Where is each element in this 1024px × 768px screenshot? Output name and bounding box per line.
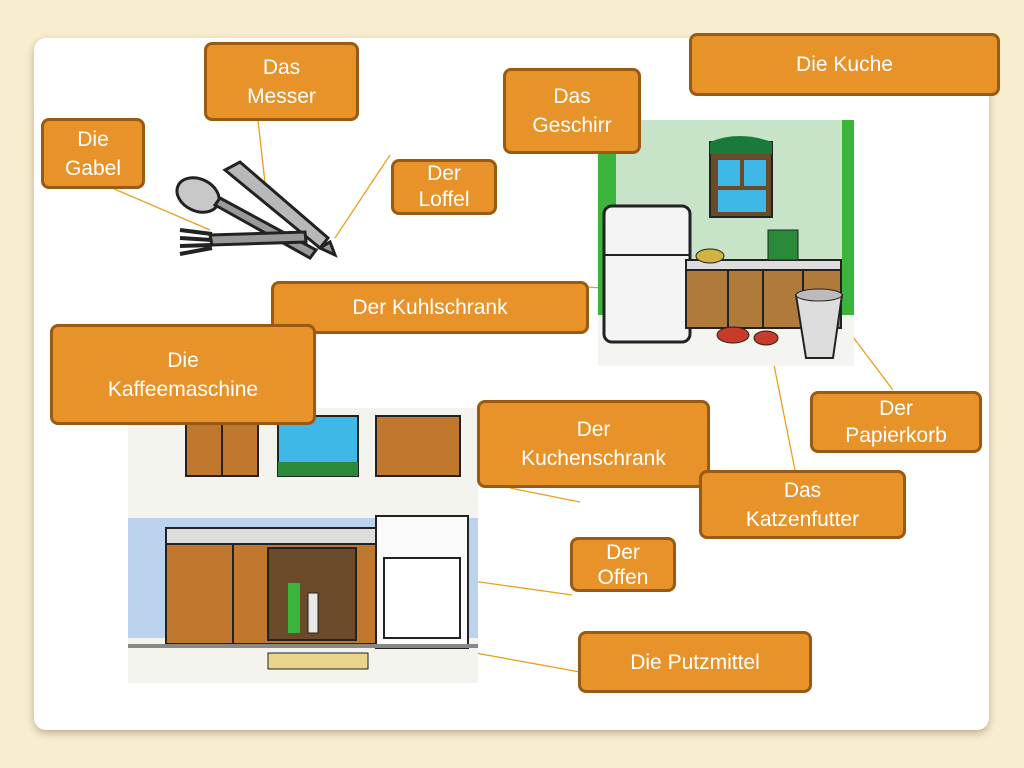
label-kuchenschrank-line1: Der — [576, 418, 611, 441]
label-gabel-line2: Gabel — [64, 156, 122, 180]
label-messer: Das Messer — [204, 42, 359, 121]
title-label: Die Kuche — [689, 33, 1000, 96]
label-gabel: Die Gabel — [41, 118, 145, 189]
label-kaffeemaschine-line2: Kaffeemaschine — [107, 377, 259, 401]
kitchen-fridge-illustration — [598, 120, 854, 366]
label-papierkorb-line1: Der — [879, 397, 913, 420]
label-putzmittel: Die Putzmittel — [578, 631, 812, 693]
label-geschirr: Das Geschirr — [503, 68, 641, 154]
cutlery-illustration — [175, 160, 338, 260]
label-offen-line1: Der — [606, 540, 640, 564]
label-kuchenschrank-line2: Kuchenschrank — [521, 447, 666, 470]
label-katzenfutter-line1: Das — [783, 478, 822, 502]
label-kuhlschrank-text: Der Kuhlschrank — [352, 296, 508, 319]
leader-gabel — [111, 187, 211, 231]
label-messer-line2: Messer — [247, 84, 316, 108]
label-putzmittel-text: Die Putzmittel — [630, 650, 760, 674]
label-kuhlschrank: Der Kuhlschrank — [271, 281, 589, 334]
label-offen-line2: Offen — [597, 565, 649, 589]
label-kuchenschrank: Der Kuchenschrank — [477, 400, 710, 488]
label-katzenfutter-line2: Katzenfutter — [745, 507, 860, 531]
label-kaffeemaschine-line1: Die — [167, 348, 199, 372]
label-katzenfutter: Das Katzenfutter — [699, 470, 906, 539]
label-loffel: Der Loffel — [391, 159, 497, 215]
label-loffel-line2: Loffel — [418, 188, 470, 211]
label-gabel-line1: Die — [77, 127, 109, 151]
leader-loffel — [334, 154, 391, 239]
label-loffel-line1: Der — [427, 162, 461, 185]
kitchen-sink-illustration — [128, 408, 478, 683]
label-offen: Der Offen — [570, 537, 676, 592]
label-messer-line1: Das — [262, 55, 301, 79]
label-geschirr-line1: Das — [553, 85, 591, 108]
label-papierkorb: Der Papierkorb — [810, 391, 982, 453]
leader-kuchenschrank — [509, 487, 581, 503]
leader-messer — [257, 119, 267, 193]
label-kaffeemaschine: Die Kaffeemaschine — [50, 324, 316, 425]
label-papierkorb-line2: Papierkorb — [845, 424, 947, 447]
title-text: Die Kuche — [796, 53, 893, 76]
label-geschirr-line2: Geschirr — [532, 114, 612, 137]
